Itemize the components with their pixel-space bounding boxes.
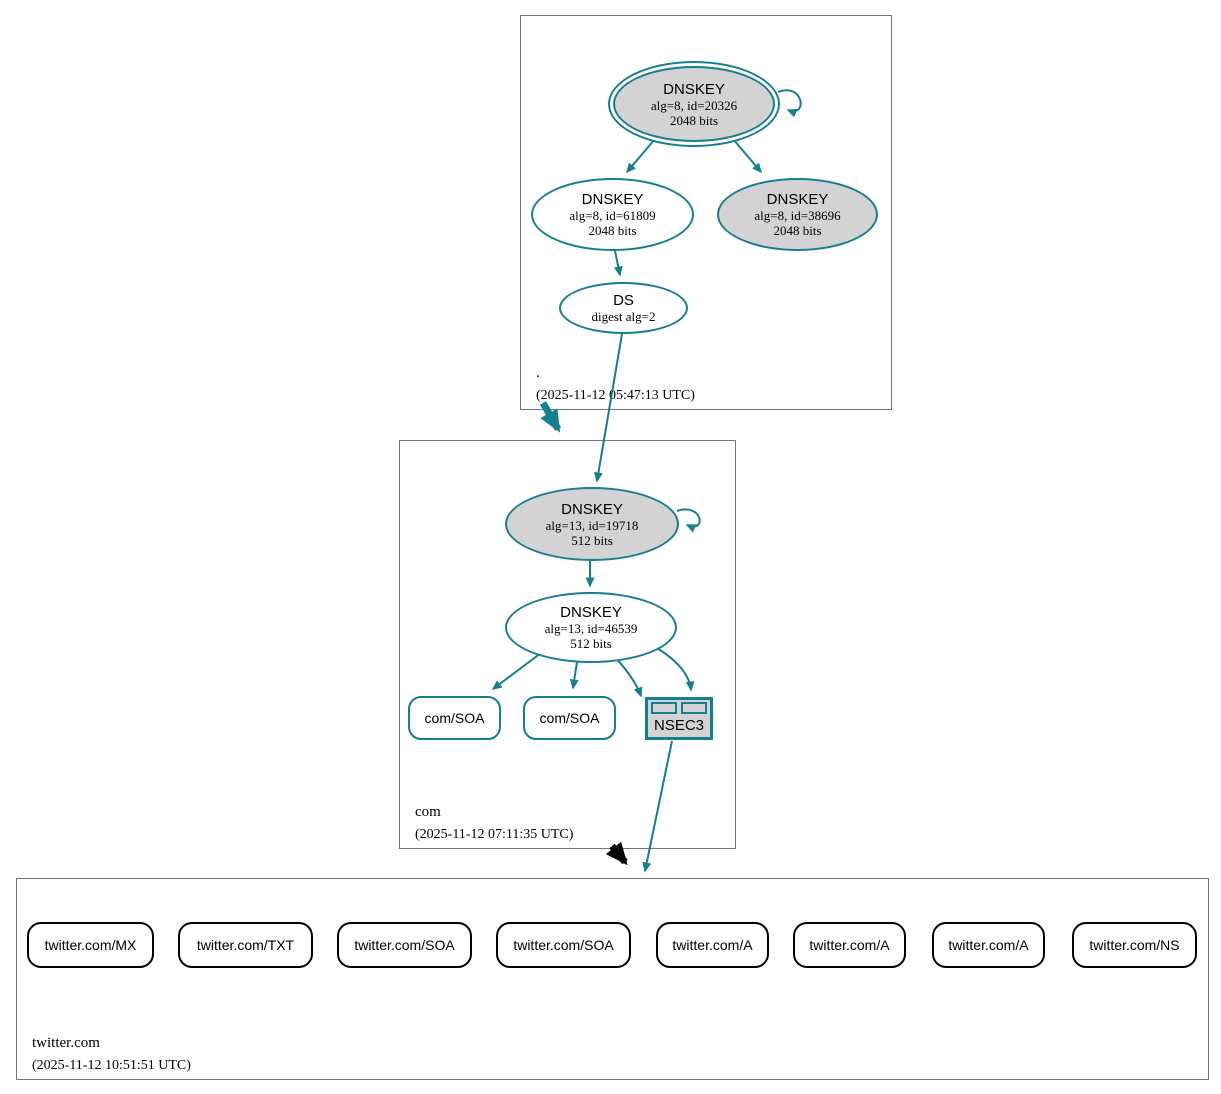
rrset-label: twitter.com/A xyxy=(948,937,1029,953)
node-twitter-com-txt[interactable]: twitter.com/TXT xyxy=(178,922,313,968)
rrset-label: com/SOA xyxy=(424,710,485,726)
node-detail-alg-id: alg=13, id=19718 xyxy=(545,517,639,533)
node-detail-alg-id: alg=8, id=61809 xyxy=(569,208,656,223)
nsec3-label: NSEC3 xyxy=(653,717,705,734)
node-root-dnskey-38696[interactable]: DNSKEY alg=8, id=38696 2048 bits xyxy=(717,178,878,251)
nsec3-cell xyxy=(651,702,677,714)
node-twitter-com-a-1[interactable]: twitter.com/A xyxy=(656,922,769,968)
rrset-label: twitter.com/SOA xyxy=(513,937,614,953)
node-com-dnskey-ksk-19718[interactable]: DNSKEY alg=13, id=19718 512 bits xyxy=(505,487,679,561)
rrset-label: twitter.com/NS xyxy=(1089,937,1180,953)
node-title: DNSKEY xyxy=(581,191,644,208)
nsec3-cells xyxy=(648,700,710,714)
nsec3-cell xyxy=(681,702,707,714)
zone-timestamp-root: (2025-11-12 05:47:13 UTC) xyxy=(536,388,695,403)
rrset-label: twitter.com/MX xyxy=(44,937,137,953)
node-root-dnskey-ksk-20326[interactable]: DNSKEY alg=8, id=20326 2048 bits xyxy=(608,61,780,147)
rrset-label: twitter.com/A xyxy=(672,937,753,953)
node-title: DNSKEY xyxy=(561,500,623,518)
node-twitter-com-ns[interactable]: twitter.com/NS xyxy=(1072,922,1197,968)
node-detail-digest: digest alg=2 xyxy=(591,309,656,324)
rrset-label: com/SOA xyxy=(539,710,600,726)
node-detail-alg-id: alg=8, id=20326 xyxy=(650,97,738,113)
rrset-label: twitter.com/A xyxy=(809,937,890,953)
node-detail-bits: 512 bits xyxy=(570,636,612,651)
node-detail-bits: 2048 bits xyxy=(669,112,719,128)
node-twitter-com-soa-2[interactable]: twitter.com/SOA xyxy=(496,922,631,968)
node-detail-alg-id: alg=13, id=46539 xyxy=(544,621,638,636)
zone-name-com: com xyxy=(415,804,441,820)
node-title: DS xyxy=(613,292,634,309)
zone-name-root: . xyxy=(536,365,540,381)
node-detail-bits: 2048 bits xyxy=(588,223,637,238)
node-root-dnskey-zsk-61809[interactable]: DNSKEY alg=8, id=61809 2048 bits xyxy=(531,178,694,251)
node-twitter-com-a-2[interactable]: twitter.com/A xyxy=(793,922,906,968)
rrset-label: twitter.com/SOA xyxy=(354,937,455,953)
node-com-soa-2[interactable]: com/SOA xyxy=(523,696,616,740)
node-root-ds[interactable]: DS digest alg=2 xyxy=(559,282,688,334)
node-com-dnskey-zsk-46539[interactable]: DNSKEY alg=13, id=46539 512 bits xyxy=(505,592,677,663)
node-title: DNSKEY xyxy=(663,80,725,98)
node-detail-alg-id: alg=8, id=38696 xyxy=(754,208,841,223)
node-detail-bits: 512 bits xyxy=(571,532,613,548)
node-title: DNSKEY xyxy=(766,191,829,208)
node-twitter-com-mx[interactable]: twitter.com/MX xyxy=(27,922,154,968)
zone-box-com: com (2025-11-12 07:11:35 UTC) xyxy=(399,440,736,849)
node-com-soa-1[interactable]: com/SOA xyxy=(408,696,501,740)
zone-timestamp-com: (2025-11-12 07:11:35 UTC) xyxy=(415,827,574,842)
rrset-label: twitter.com/TXT xyxy=(196,937,295,953)
node-detail-bits: 2048 bits xyxy=(773,223,822,238)
zone-box-twitter-com: twitter.com (2025-11-12 10:51:51 UTC) xyxy=(16,878,1209,1080)
zone-name-twitter-com: twitter.com xyxy=(32,1035,100,1051)
node-com-nsec3[interactable]: NSEC3 xyxy=(645,697,713,740)
zone-timestamp-twitter-com: (2025-11-12 10:51:51 UTC) xyxy=(32,1058,191,1073)
node-twitter-com-a-3[interactable]: twitter.com/A xyxy=(932,922,1045,968)
node-twitter-com-soa-1[interactable]: twitter.com/SOA xyxy=(337,922,472,968)
node-title: DNSKEY xyxy=(560,604,622,621)
